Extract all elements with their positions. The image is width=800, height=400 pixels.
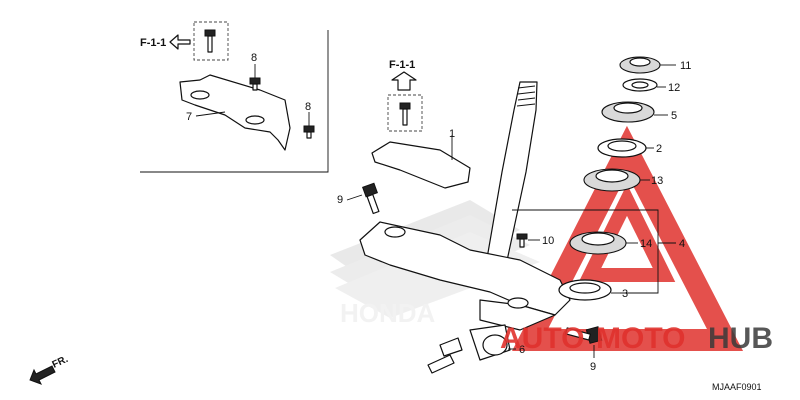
bolt-8-lower[interactable] xyxy=(303,125,315,139)
front-arrow-icon xyxy=(29,365,56,385)
plate-1[interactable]: 1 xyxy=(371,128,471,189)
front-indicator: FR. xyxy=(29,354,70,385)
automotohub-watermark: AUTO MOTO HUB xyxy=(500,322,773,355)
inset-box: F-1-1 8 8 7 xyxy=(140,21,329,173)
screw-10[interactable]: 10 xyxy=(516,233,554,248)
callout-8-lower: 8 xyxy=(305,101,311,113)
honda-watermark-text: HONDA xyxy=(340,298,436,328)
callout-9-right: 9 xyxy=(590,361,596,373)
callout-14: 14 xyxy=(640,238,652,250)
callout-10: 10 xyxy=(542,235,554,247)
bearing-14[interactable]: 14 xyxy=(569,231,652,255)
lock-6[interactable]: 6 xyxy=(427,324,525,374)
seal-3[interactable]: 3 xyxy=(558,279,628,301)
watermark-hub: HUB xyxy=(708,322,773,355)
washer-12[interactable]: 12 xyxy=(622,78,680,94)
ref-label-top[interactable]: F-1-1 xyxy=(389,59,415,71)
ref-arrow-left-icon xyxy=(169,34,191,50)
callout-13: 13 xyxy=(651,175,663,187)
callout-4: 4 xyxy=(679,238,685,250)
bearing-13[interactable]: 13 xyxy=(583,168,663,192)
bracket-7[interactable] xyxy=(179,74,291,151)
callout-6: 6 xyxy=(519,344,525,356)
key-icon xyxy=(439,337,463,357)
front-label: FR. xyxy=(51,354,70,371)
callout-9-left: 9 xyxy=(337,194,343,206)
callout-2: 2 xyxy=(656,143,662,155)
adjust-nut-5[interactable]: 5 xyxy=(601,101,677,123)
callout-5: 5 xyxy=(671,110,677,122)
bolt-9-left[interactable]: 9 xyxy=(337,182,380,215)
watermark-auto: AUTO xyxy=(500,322,584,355)
callout-1: 1 xyxy=(449,128,455,140)
top-ref-bolt xyxy=(399,102,411,126)
diagram-code: MJAAF0901 xyxy=(712,382,762,392)
watermark-moto: MOTO xyxy=(596,322,685,355)
top-reference: F-1-1 xyxy=(387,59,423,132)
callout-8-upper: 8 xyxy=(251,52,257,64)
bolt-9-right[interactable]: 9 xyxy=(565,326,603,373)
top-ref-box xyxy=(387,94,423,132)
ref-label-left[interactable]: F-1-1 xyxy=(140,37,166,49)
key-icon xyxy=(427,354,455,374)
callout-3: 3 xyxy=(622,288,628,300)
lock-nut-11[interactable]: 11 xyxy=(619,56,691,74)
inset-bolt xyxy=(204,29,216,53)
callout-7: 7 xyxy=(186,111,192,123)
group-bracket-4: 4 xyxy=(512,209,685,294)
dust-seal-2[interactable]: 2 xyxy=(597,138,662,158)
callout-12: 12 xyxy=(668,82,680,94)
callout-11: 11 xyxy=(680,60,691,72)
steering-stem[interactable] xyxy=(359,81,571,331)
inset-ref-box xyxy=(193,21,229,61)
ref-arrow-up-icon xyxy=(391,71,417,91)
